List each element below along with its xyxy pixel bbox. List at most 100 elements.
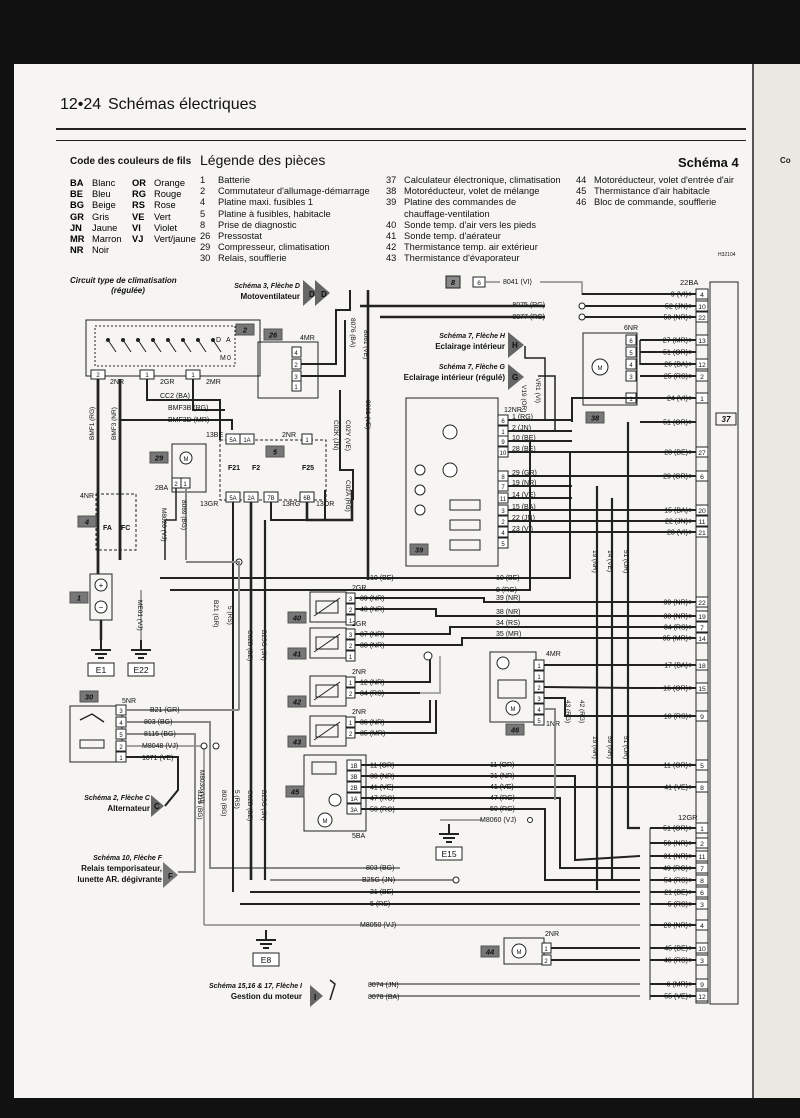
pin-cell [695, 874, 709, 886]
component-number: 30 [85, 693, 94, 702]
legend-item-number: 40 [386, 219, 397, 230]
wire-label: 34 (RS) [664, 625, 688, 632]
legend-item-text: Relais, soufflerie [218, 253, 287, 264]
wire-label: 37 (NR) [360, 632, 385, 639]
legend-item-number: 46 [576, 197, 587, 208]
motor-letter: M [598, 366, 603, 372]
wire [122, 339, 132, 353]
pin-cell [695, 781, 709, 793]
legend-item: 8 Prise de diagnostic [200, 220, 370, 231]
pin-number: 1 [191, 373, 195, 379]
legend-item-text: Prise de diagnostic [218, 219, 297, 230]
wire [212, 339, 222, 353]
wire-label: 29 (GR) [512, 470, 537, 477]
legend-item-text: Thermistance temp. air extérieur [404, 242, 538, 253]
pin-cell [695, 659, 709, 671]
pin-number: 4 [294, 351, 298, 357]
wire-label: 41 (VE) [490, 784, 514, 791]
connector-label: 5BA [352, 833, 366, 840]
wire-label: 36 (NR) [360, 720, 385, 727]
fuse-label: FC [121, 525, 130, 532]
pin-number: 7 [700, 625, 704, 632]
wire-end [688, 362, 692, 366]
wire [167, 339, 177, 353]
pin-number: 1 [700, 826, 704, 833]
wire-label: CC2 (BA) [160, 393, 190, 400]
pin-cell [695, 334, 709, 346]
wire-label: 42 (RG) [578, 700, 585, 723]
pin-cell [695, 370, 709, 382]
schema-ref-text: Schéma 3, Flèche D [234, 283, 300, 290]
legend-item-number: 8 [200, 219, 206, 230]
wire-label: 24 (VI) [667, 396, 688, 403]
pin-number: 9 [501, 440, 505, 446]
wire-label: 59 (NR) [663, 841, 688, 848]
wire-label: 34 (RS) [360, 691, 384, 698]
wire [182, 339, 192, 353]
motor-icon [317, 812, 333, 828]
wire-label: 5 (RS) [233, 790, 240, 809]
fuse-label: F21 [228, 465, 240, 472]
wire [544, 708, 556, 800]
fuse-box-4 [95, 493, 137, 551]
wire-end [688, 902, 692, 906]
connector-label: 2GR [352, 585, 366, 592]
wire-label: 43 (RG) [564, 700, 571, 723]
schema-ref-title: Alternateur [107, 804, 150, 813]
pin-number: 3 [119, 709, 123, 715]
connector-label: 2GR [160, 379, 174, 386]
wire-label: 19 (NR) [591, 550, 598, 573]
pin-cell [625, 358, 637, 370]
pin-number: 11 [500, 497, 507, 503]
component-badge [585, 411, 605, 424]
legend-item-number: 4 [200, 197, 206, 208]
component-badge [263, 328, 283, 341]
pin-number: 6 [501, 419, 505, 425]
pin-number: 6 [629, 339, 633, 345]
legend-item-text: Thermistance d'évaporateur [404, 253, 520, 264]
component-38-body [582, 332, 638, 406]
wire [339, 390, 354, 500]
legend-item-text: Sonde temp. d'aérateur [404, 231, 501, 242]
wire-end [688, 663, 692, 667]
ground-box [435, 846, 463, 861]
pin-number: 3B [350, 775, 357, 781]
wire-label: 19 (NR) [591, 736, 598, 759]
transistor-icon [328, 793, 342, 807]
legend-item: chauffage-ventilation [386, 209, 561, 220]
schema-label: Schéma 4 [678, 155, 739, 170]
pin-number: 3 [349, 597, 353, 603]
wire-label: 27 (MR) [663, 338, 688, 345]
wire-label: M8050 (VJ) [360, 922, 396, 929]
wire-label: M8060 (VJ) [480, 817, 516, 824]
pin-number: 5 [501, 542, 505, 548]
wire-label: C02B (BE) [246, 630, 253, 661]
switch-label: A [226, 337, 231, 344]
wire-label: 39 (NR) [663, 600, 688, 607]
wire-label: 51 (OR) [663, 350, 688, 357]
motor-icon [591, 358, 609, 376]
pin-number: 6 [700, 474, 704, 481]
wire-label: BMF1 (RG) [89, 407, 96, 440]
circuit-title: Circuit type de climatisation [70, 276, 177, 285]
legend-item-number: 26 [200, 231, 211, 242]
schema-ref-title: Relais temporisateur, [81, 864, 162, 873]
pin-number: 3A [350, 808, 357, 814]
connector-label: 12GR [678, 813, 698, 822]
pin-number: 18 [698, 663, 706, 670]
wire-label: M8030 (VJ) [198, 770, 205, 804]
pin-number: 6 [700, 890, 704, 897]
schema-ref-text: Schéma 15,16 & 17, Flèche I [209, 983, 303, 990]
legend-item-number: 41 [386, 231, 397, 242]
resistor [449, 519, 481, 531]
